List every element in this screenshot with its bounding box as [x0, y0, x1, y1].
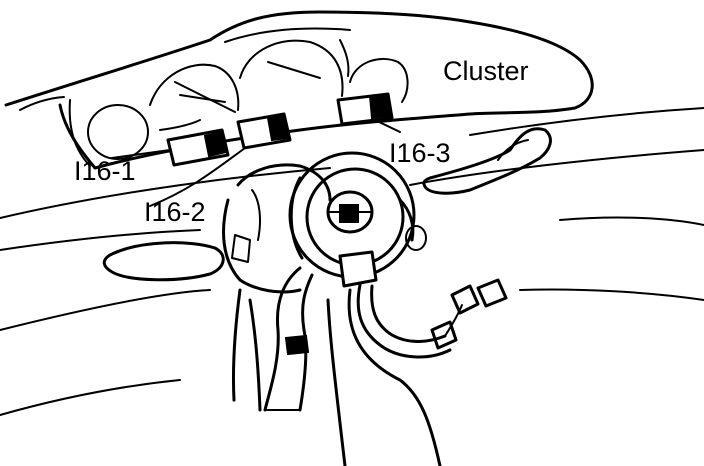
gauge-right	[224, 27, 409, 103]
gauge-left	[87, 104, 149, 160]
right-stalk	[422, 127, 552, 195]
label-i16-2: I16-2	[144, 197, 206, 227]
connector-i16-3	[336, 92, 394, 126]
left-stalk	[102, 241, 225, 282]
label-i16-3: I16-3	[389, 138, 451, 168]
leader-lines	[111, 119, 401, 207]
label-cluster: Cluster	[443, 56, 529, 86]
wiring-harness-main	[326, 283, 452, 466]
connector-i16-2	[236, 112, 292, 150]
combination-switch-body	[222, 163, 427, 294]
connector-small-lower	[284, 334, 310, 356]
wiring-harness-left	[231, 266, 314, 412]
wire-connectors-right	[430, 278, 508, 350]
gauge-speedometer	[239, 39, 344, 97]
clock-spring-connector	[338, 250, 378, 288]
connector-i16-1	[159, 119, 230, 167]
dashboard-outline	[0, 107, 704, 416]
gauge-tachometer	[149, 63, 240, 113]
cluster-housing	[4, 10, 594, 170]
steering-shaft	[326, 190, 374, 234]
label-i16-1: I16-1	[74, 156, 136, 186]
